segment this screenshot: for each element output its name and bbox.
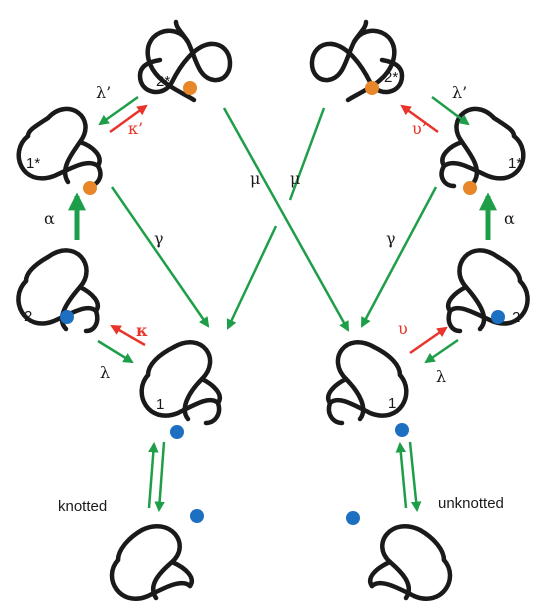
arrow-left-mu [288, 107, 326, 201]
orange-dot-left-2star [183, 81, 197, 95]
label-knotted: knotted [58, 498, 107, 515]
label-right-1star: 1* [508, 155, 522, 172]
label-unknotted: unknotted [438, 495, 504, 512]
label-right-upsilon-prime: υ’ [412, 119, 427, 138]
label-left-lambda: λ [100, 363, 110, 382]
arrow-left-lambda [97, 339, 134, 364]
arrow-right-lambda [424, 338, 459, 364]
arrow-left-mu-lower [226, 225, 278, 330]
label-right-1: 1 [388, 395, 396, 412]
knot-left-bottom [109, 523, 194, 601]
knot-right-1 [326, 340, 409, 426]
blue-dot-right-free [346, 511, 360, 525]
arrow-right-mu [222, 107, 350, 332]
knot-left-1star [16, 106, 103, 189]
arrow-right-up [395, 441, 408, 509]
orange-dot-right-1star [463, 181, 477, 195]
knot-left-1 [139, 340, 222, 426]
label-right-2: 2 [512, 309, 520, 326]
label-left-alpha: α [44, 209, 55, 228]
blue-dot-right-1 [395, 423, 409, 437]
orange-dot-right-2star [365, 81, 379, 95]
label-left-lambda-prime: λ’ [96, 83, 111, 102]
label-right-gamma: γ [386, 229, 396, 248]
label-left-2: 2 [24, 308, 32, 325]
arrow-right-lambda-prime [431, 96, 470, 126]
label-left-kappa-prime: κ’ [128, 119, 143, 138]
knot-right-2star [309, 19, 405, 103]
label-left-1star: 1* [26, 155, 40, 172]
arrow-right-down [408, 441, 422, 513]
label-left-kappa: κ [136, 321, 148, 340]
arrow-labels: λ’ κ’ α γ μ κ λ λ’ υ’ α γ μ υ λ [44, 83, 515, 386]
label-left-mu: μ [250, 169, 260, 188]
arrows [68, 95, 497, 513]
arrow-right-upsilon [409, 326, 448, 355]
knot-labels: 2* 1* 2 1 2* 1* 2 1 [24, 69, 522, 413]
arrow-left-kappa-prime [109, 104, 148, 134]
arrow-left-lambda-prime [98, 95, 139, 126]
label-right-lambda: λ [436, 367, 446, 386]
blue-dot-left-free [190, 509, 204, 523]
label-right-alpha: α [504, 209, 515, 228]
label-right-upsilon: υ [398, 319, 408, 338]
arrow-right-gamma [360, 186, 438, 328]
orange-dot-left-1star [83, 181, 97, 195]
arrow-left-gamma [110, 186, 210, 328]
arrow-left-kappa [110, 324, 146, 347]
knot-left-2star [137, 19, 233, 103]
label-left-gamma: γ [154, 229, 164, 248]
arrow-left-up [147, 441, 159, 509]
label-left-1: 1 [156, 396, 164, 413]
label-right-lambda-prime: λ’ [452, 83, 467, 102]
blue-dot-left-2 [60, 310, 74, 324]
state-dots [60, 81, 505, 525]
knot-right-1star [439, 106, 526, 189]
arrow-right-upsilon-prime [400, 104, 439, 134]
label-left-2star: 2* [156, 73, 170, 90]
blue-dot-left-1 [170, 425, 184, 439]
knot-right-2 [446, 248, 530, 334]
arrow-left-down [154, 441, 166, 513]
blue-dot-right-2 [491, 310, 505, 324]
knot-right-bottom [368, 523, 453, 601]
label-right-mu: μ [290, 169, 300, 188]
label-right-2star: 2* [384, 69, 398, 86]
